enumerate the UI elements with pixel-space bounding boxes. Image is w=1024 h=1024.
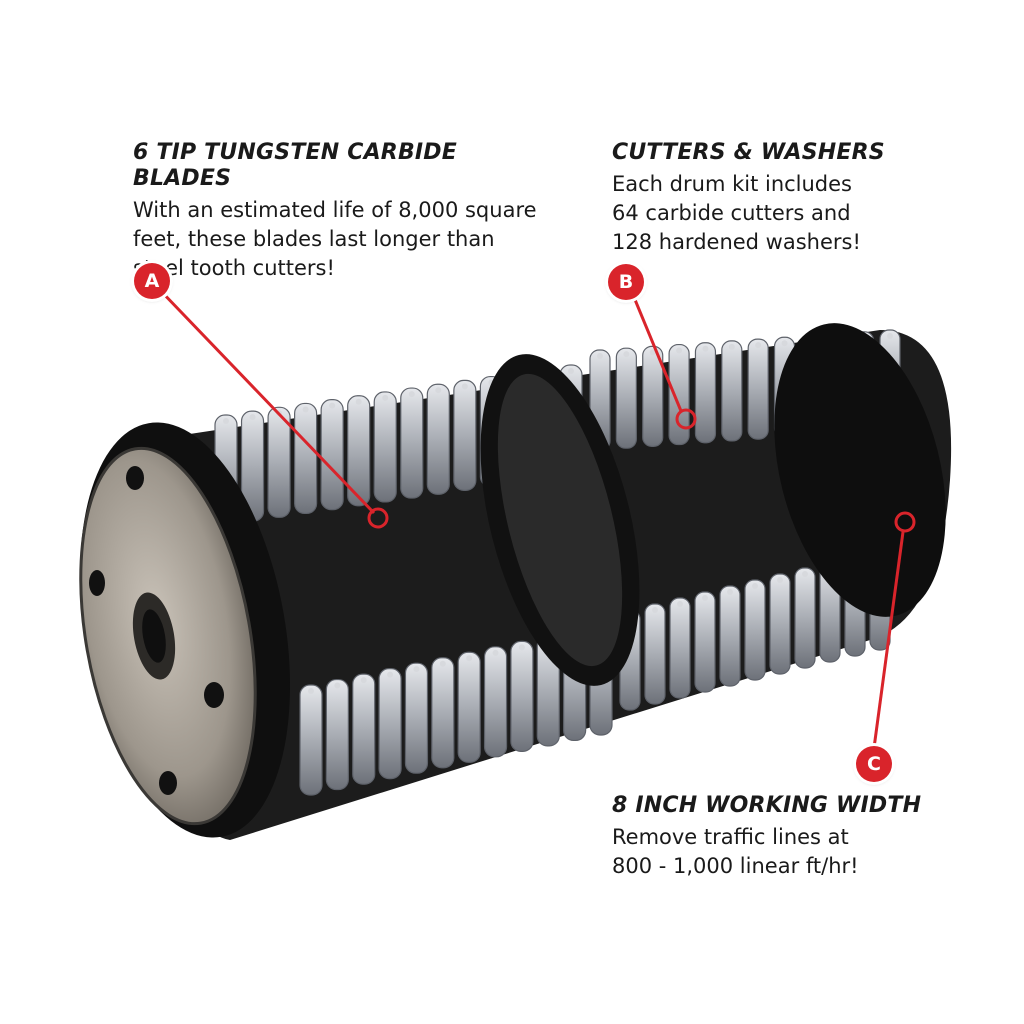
carbide-tip bbox=[466, 655, 473, 662]
marker-b-icon: B bbox=[608, 264, 644, 300]
carbide-tip bbox=[649, 349, 656, 356]
callout-cutters-washers: CUTTERS & WASHERS Each drum kit includes… bbox=[612, 140, 942, 257]
carbide-cutter bbox=[320, 399, 344, 511]
carbide-tip bbox=[302, 406, 309, 413]
callout-carbide-blades: 6 TIP TUNGSTEN CARBIDE BLADES With an es… bbox=[133, 140, 553, 283]
carbide-tip bbox=[223, 418, 229, 424]
marker-c-icon: C bbox=[856, 746, 892, 782]
carbide-tip bbox=[781, 340, 788, 347]
carbide-tip bbox=[568, 368, 574, 374]
callout-a-line-3: steel tooth cutters! bbox=[133, 256, 335, 280]
carbide-cutter bbox=[694, 591, 716, 693]
carbide-cutter bbox=[453, 379, 477, 491]
bolt bbox=[89, 570, 105, 596]
carbide-tip bbox=[408, 391, 415, 398]
carbide-cutter bbox=[431, 657, 455, 769]
callout-b-line-1: Each drum kit includes bbox=[612, 172, 853, 196]
carbide-tip bbox=[887, 333, 893, 339]
carbide-tip bbox=[308, 688, 314, 694]
carbide-cutter bbox=[426, 383, 450, 495]
carbide-cutter bbox=[352, 673, 376, 785]
bolt bbox=[204, 682, 224, 708]
carbide-cutter bbox=[668, 343, 690, 446]
carbide-tip bbox=[652, 607, 658, 613]
carbide-tip bbox=[360, 677, 367, 684]
carbide-cutter bbox=[615, 347, 637, 449]
carbide-cutter bbox=[644, 603, 666, 705]
callout-b-title: CUTTERS & WASHERS bbox=[612, 140, 885, 165]
carbide-cutter bbox=[744, 579, 766, 681]
callout-a-line-1: With an estimated life of 8,000 square bbox=[133, 198, 537, 222]
carbide-cutter bbox=[769, 573, 791, 675]
carbide-cutter bbox=[373, 391, 397, 503]
carbide-tip bbox=[802, 571, 808, 577]
carbide-tip bbox=[249, 414, 256, 421]
carbide-tip bbox=[492, 649, 499, 656]
carbide-tip bbox=[777, 577, 783, 583]
carbide-cutter bbox=[510, 640, 534, 752]
carbide-tip bbox=[702, 595, 708, 601]
carbide-tip bbox=[413, 666, 420, 673]
carbide-cutter bbox=[721, 340, 743, 442]
callout-c-title: 8 INCH WORKING WIDTH bbox=[612, 793, 922, 818]
carbide-tip bbox=[755, 342, 762, 349]
bolt bbox=[159, 771, 177, 795]
carbide-tip bbox=[728, 343, 735, 350]
carbide-cutter bbox=[719, 585, 741, 687]
callout-a-line-2: feet, these blades last longer than bbox=[133, 227, 495, 251]
carbide-tip bbox=[752, 583, 758, 589]
carbide-tip bbox=[435, 387, 442, 394]
carbide-cutter bbox=[747, 338, 769, 440]
carbide-cutter bbox=[294, 402, 318, 515]
carbide-tip bbox=[518, 644, 525, 651]
carbide-cutter bbox=[483, 646, 508, 758]
carbide-cutter bbox=[400, 387, 424, 499]
carbide-tip bbox=[334, 682, 341, 689]
carbide-tip bbox=[276, 410, 283, 417]
carbide-tip bbox=[382, 394, 389, 401]
carbide-cutter bbox=[642, 345, 664, 447]
carbide-cutter bbox=[267, 406, 291, 518]
carbide-tip bbox=[461, 383, 468, 390]
carbide-cutter bbox=[378, 668, 402, 780]
callout-c-line-1: Remove traffic lines at bbox=[612, 825, 849, 849]
callout-a-title: 6 TIP TUNGSTEN CARBIDE BLADES bbox=[133, 140, 457, 191]
carbide-cutter bbox=[794, 567, 816, 669]
callout-b-line-3: 128 hardened washers! bbox=[612, 230, 861, 254]
carbide-cutter bbox=[457, 651, 481, 763]
carbide-cutter bbox=[404, 662, 429, 774]
carbide-tip bbox=[702, 345, 709, 352]
carbide-tip bbox=[677, 601, 683, 607]
carbide-tip bbox=[623, 351, 630, 358]
carbide-tip bbox=[676, 347, 683, 354]
carbide-tip bbox=[439, 660, 446, 667]
callout-c-line-2: 800 - 1,000 linear ft/hr! bbox=[612, 854, 859, 878]
carbide-tip bbox=[597, 353, 603, 359]
callout-b-line-2: 64 carbide cutters and bbox=[612, 201, 851, 225]
carbide-cutter bbox=[299, 684, 323, 796]
carbide-tip bbox=[329, 402, 336, 409]
marker-a-icon: A bbox=[134, 263, 170, 299]
carbide-cutter bbox=[694, 342, 717, 444]
carbide-tip bbox=[387, 671, 394, 678]
bolt bbox=[126, 466, 144, 490]
carbide-cutter bbox=[669, 597, 691, 699]
carbide-cutter bbox=[325, 678, 349, 791]
carbide-tip bbox=[355, 398, 362, 405]
carbide-tip bbox=[727, 589, 733, 595]
callout-working-width: 8 INCH WORKING WIDTH Remove traffic line… bbox=[612, 793, 972, 881]
carbide-cutter bbox=[347, 395, 371, 507]
